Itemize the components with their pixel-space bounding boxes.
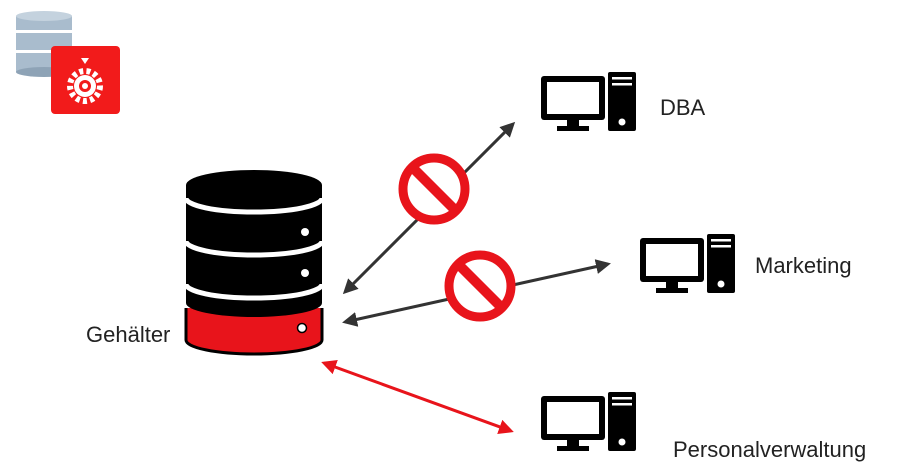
marketing-label: Marketing <box>755 253 852 278</box>
prohibited-icon-dba <box>398 153 470 225</box>
desktop-computer-icon-dba <box>541 72 636 131</box>
desktop-computer-icon-personnel <box>541 392 636 451</box>
gear-icon <box>67 68 103 104</box>
database-stack-icon <box>183 170 325 356</box>
database-gear-logo <box>16 11 120 114</box>
database-label: Gehälter <box>86 322 171 347</box>
desktop-computer-icon-marketing <box>640 234 735 293</box>
stack-icon <box>16 11 72 77</box>
arrow-personnel <box>321 360 514 434</box>
dba-label: DBA <box>660 95 706 120</box>
personnel-label: Personalverwaltung <box>673 437 867 462</box>
prohibited-icon-marketing <box>444 250 516 322</box>
